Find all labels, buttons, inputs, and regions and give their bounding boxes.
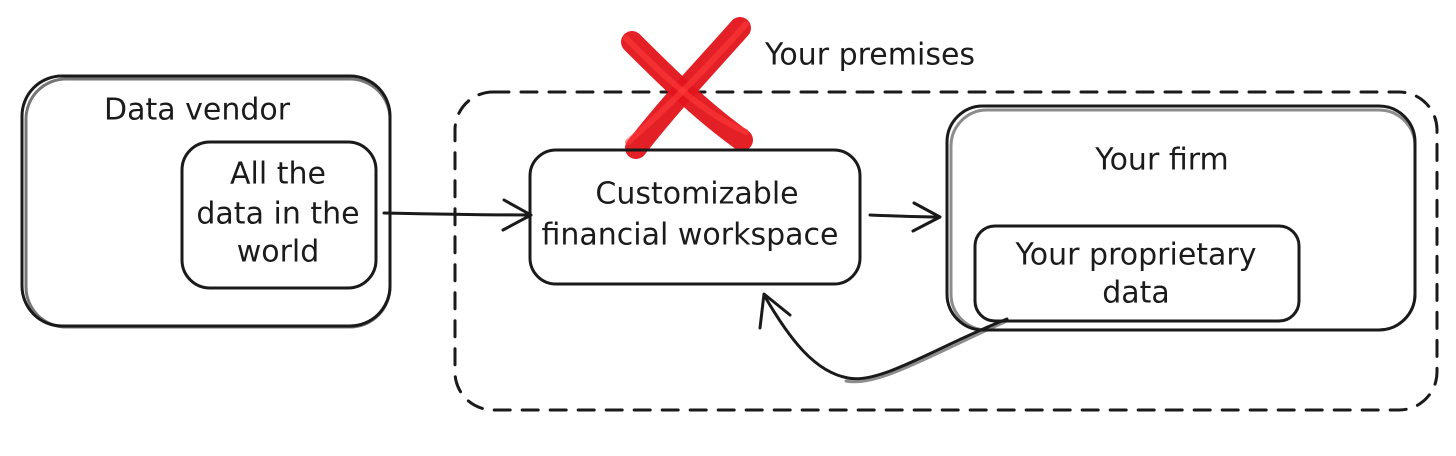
arrow-workspace-to-firm: [868, 201, 942, 233]
all-data-line-1: All the: [230, 157, 326, 192]
proprietary-data-box: [973, 224, 1301, 323]
all-data-line-3: world: [237, 235, 320, 270]
workspace-box: [528, 148, 862, 286]
arrow-proprietary-to-workspace: [758, 292, 1009, 384]
proprietary-data-line-2: data: [1102, 276, 1170, 311]
arrow-vendor-to-workspace: [382, 198, 533, 232]
workspace-line-1: Customizable: [595, 177, 798, 212]
data-vendor-title: Data vendor: [104, 93, 291, 128]
premises-label: Your premises: [764, 38, 975, 73]
all-data-line-2: data in the: [196, 197, 359, 232]
proprietary-data-line-1: Your proprietary: [1014, 238, 1256, 273]
your-firm-title: Your firm: [1094, 143, 1229, 178]
workspace-line-2: financial workspace: [542, 218, 839, 253]
data-vendor-box: [20, 74, 392, 329]
cross-out-icon: [621, 17, 753, 159]
your-firm-box: [945, 104, 1417, 332]
premises-boundary: [453, 90, 1439, 412]
all-data-box: [180, 140, 378, 290]
